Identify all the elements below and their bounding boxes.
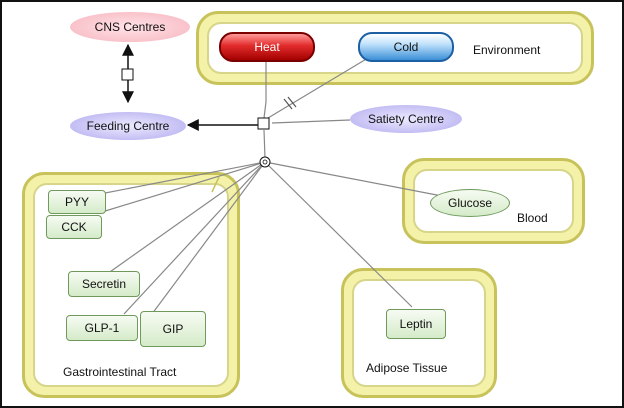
hub-to-secretin-line	[106, 161, 266, 275]
hub-to-glucose-line	[264, 161, 443, 197]
hub-to-cck-line	[101, 161, 266, 213]
blood-label: Blood	[517, 211, 548, 225]
feeding-centre-node[interactable]: Feeding Centre	[70, 112, 186, 140]
cns-feeding-process-node	[121, 68, 134, 81]
cold-to-process-line	[267, 57, 369, 119]
adipose-label: Adipose Tissue	[366, 361, 448, 375]
pyy-node[interactable]: PYY	[48, 190, 106, 214]
inhibition-bar-1	[283, 98, 293, 110]
blood-compartment: Blood	[402, 158, 585, 244]
glucose-node[interactable]: Glucose	[430, 189, 510, 217]
hub-node-inner	[262, 159, 268, 165]
hub-to-gip-line	[151, 161, 266, 315]
hub-to-leptin-line	[264, 161, 413, 308]
gip-node[interactable]: GIP	[140, 311, 206, 347]
leptin-node[interactable]: Leptin	[386, 309, 446, 339]
process-node	[257, 117, 270, 130]
satiety-centre-node[interactable]: Satiety Centre	[350, 105, 462, 133]
cns-centres-node[interactable]: CNS Centres	[70, 12, 190, 42]
hub-to-pyy-line	[99, 161, 266, 195]
inhibition-bar-2	[287, 96, 297, 108]
hub-to-glp1-line	[123, 161, 266, 315]
environment-compartment: Environment	[196, 11, 594, 85]
modulation-tick	[211, 176, 220, 193]
heat-node[interactable]: Heat	[219, 32, 315, 62]
satiety-to-process-line	[271, 119, 351, 124]
heat-to-process-line	[263, 60, 267, 119]
process-to-hub-line	[263, 129, 266, 159]
cold-node[interactable]: Cold	[358, 32, 454, 62]
glp1-node[interactable]: GLP-1	[66, 315, 138, 341]
cck-node[interactable]: CCK	[46, 215, 102, 239]
environment-label: Environment	[473, 43, 541, 57]
gi-label: Gastrointestinal Tract	[63, 365, 177, 379]
secretin-node[interactable]: Secretin	[68, 271, 140, 297]
